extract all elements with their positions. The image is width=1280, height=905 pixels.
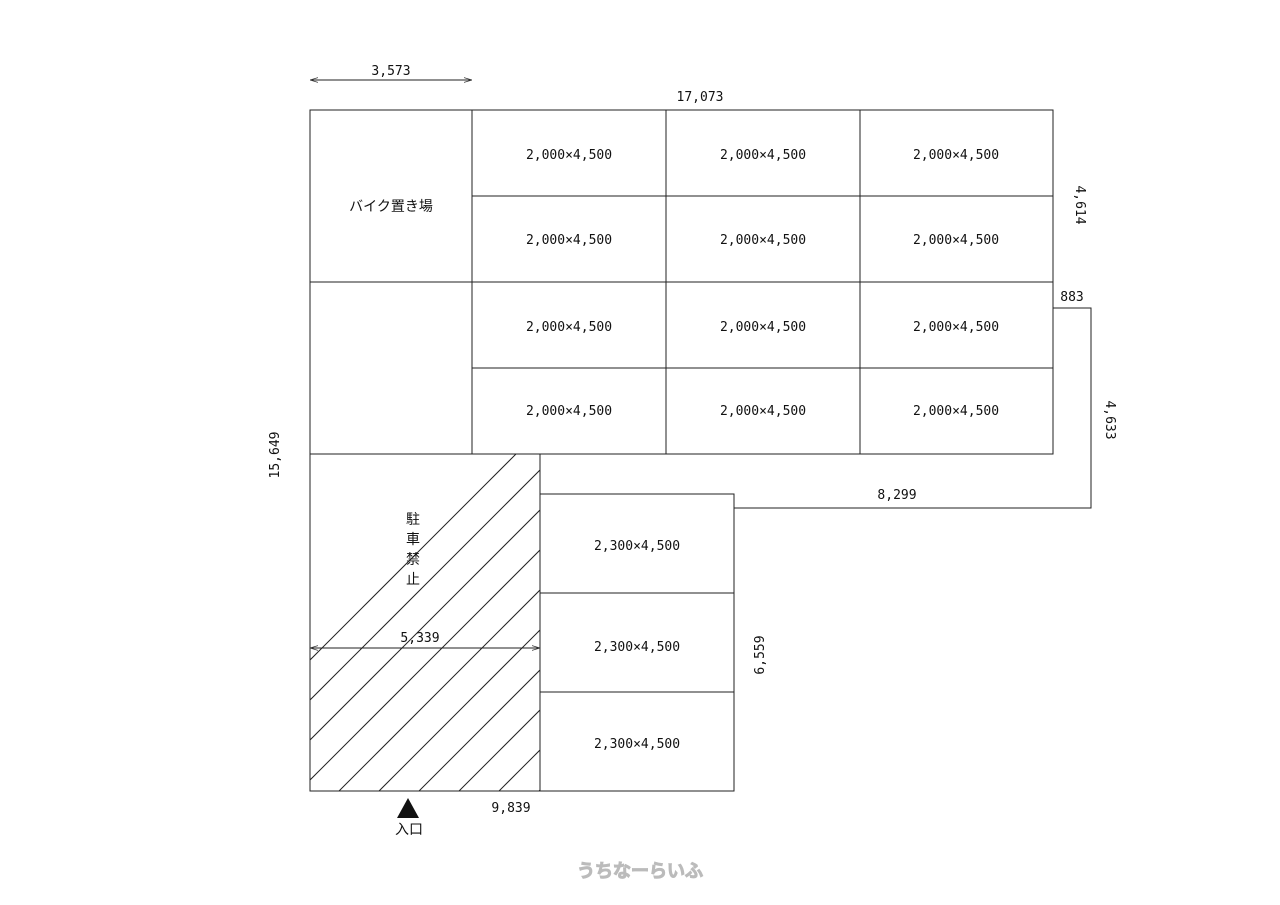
parking-space-label: 2,000×4,500 xyxy=(526,404,612,419)
no-parking-hatching xyxy=(310,220,1280,820)
parking-space-label: 2,000×4,500 xyxy=(720,320,806,335)
hatch-line xyxy=(630,220,1230,820)
parking-space-label: 2,000×4,500 xyxy=(526,148,612,163)
svg-text:車: 車 xyxy=(406,531,420,548)
right-dimension-line xyxy=(734,307,1092,509)
hatch-line xyxy=(710,220,1280,820)
parking-space-label: 2,000×4,500 xyxy=(526,320,612,335)
bottom-width-dimension: 9,839 xyxy=(491,801,530,816)
svg-text:駐: 駐 xyxy=(406,512,420,528)
total-width-dimension: 17,073 xyxy=(677,90,724,105)
parking-space-label: 2,300×4,500 xyxy=(594,640,680,655)
hatch-line xyxy=(670,220,1270,820)
hatch-line xyxy=(310,282,540,791)
hatch-line xyxy=(750,220,1280,820)
parking-space-label: 2,000×4,500 xyxy=(526,233,612,248)
hatch-line xyxy=(550,220,1150,820)
hatch-line xyxy=(469,282,540,791)
hatch-line xyxy=(310,282,540,791)
bike-parking-label: バイク置き場 xyxy=(349,199,433,215)
parking-space-label: 2,000×4,500 xyxy=(913,148,999,163)
svg-text:止: 止 xyxy=(406,572,420,588)
hatch-line xyxy=(310,282,540,791)
parking-space-label: 2,000×4,500 xyxy=(913,320,999,335)
no-parking-label: 駐 車 禁 止 xyxy=(406,512,420,588)
lower-height-dimension: 6,559 xyxy=(753,635,768,674)
hatch-line xyxy=(349,282,540,791)
hatch-line xyxy=(310,282,540,791)
right-upper-dimension: 4,614 xyxy=(1072,185,1087,224)
bike-width-dimension: 3,573 xyxy=(371,64,410,79)
lower-run-dimension: 8,299 xyxy=(877,488,916,503)
watermark: うちなーらいふ xyxy=(577,861,703,882)
hatch-line xyxy=(310,282,540,791)
hatch-line xyxy=(590,220,1190,820)
small-spaces xyxy=(540,592,734,693)
parking-space-label: 2,000×4,500 xyxy=(913,404,999,419)
hatch-line xyxy=(509,282,540,791)
parking-space-label: 2,000×4,500 xyxy=(720,233,806,248)
parking-space-label: 2,000×4,500 xyxy=(913,233,999,248)
parking-space-label: 2,300×4,500 xyxy=(594,539,680,554)
parking-space-label: 2,000×4,500 xyxy=(720,404,806,419)
svg-text:禁: 禁 xyxy=(406,552,420,568)
entrance-label: 入口 xyxy=(395,822,423,838)
large-spaces-grid xyxy=(309,109,1054,455)
total-height-dimension: 15,649 xyxy=(268,432,283,479)
offset-dimension: 883 xyxy=(1060,290,1083,305)
entrance-arrow-icon xyxy=(397,798,419,818)
no-parking-width-dimension: 5,339 xyxy=(400,631,439,646)
hatch-line xyxy=(389,282,540,791)
right-lower-dimension: 4,633 xyxy=(1102,400,1117,439)
parking-space-label: 2,300×4,500 xyxy=(594,737,680,752)
hatch-line xyxy=(429,282,540,791)
parking-space-label: 2,000×4,500 xyxy=(720,148,806,163)
